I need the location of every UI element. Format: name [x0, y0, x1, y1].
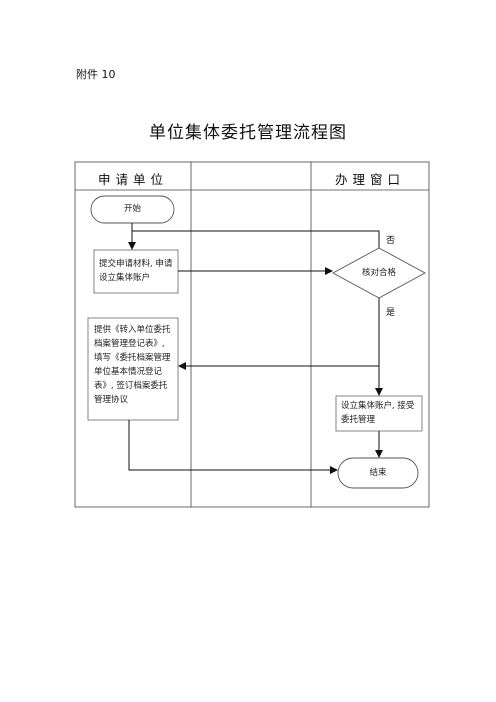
submit-node: [93, 249, 179, 294]
lane-header-applicant: 申请单位: [97, 172, 168, 187]
setup-node-label: 设立集体账户, 接受委托管理: [341, 401, 415, 425]
end-node-label: 结束: [369, 468, 387, 478]
end-node: [337, 457, 419, 489]
edge-check-no-return: [132, 230, 380, 248]
edge-label-yes: 是: [386, 308, 396, 318]
edge-label-no: 否: [386, 236, 396, 246]
lane-header-service-window: 办理窗口: [334, 172, 405, 187]
check-decision-label: 核对合格: [361, 268, 396, 278]
provide-node: [87, 317, 179, 421]
swimlane-frame: [74, 161, 430, 508]
attachment-label: 附件 10: [76, 68, 116, 81]
submit-node-label: 提交申请材料, 申请设立集体账户: [99, 259, 173, 283]
edge-provide-end: [128, 420, 338, 474]
provide-node-label: 提供《转入单位委托档案管理登记表》, 填写《委托档案管理单位基本情况登记表》, …: [94, 325, 171, 405]
page-title: 单位集体委托管理流程图: [149, 123, 347, 143]
start-node-label: 开始: [123, 204, 141, 214]
